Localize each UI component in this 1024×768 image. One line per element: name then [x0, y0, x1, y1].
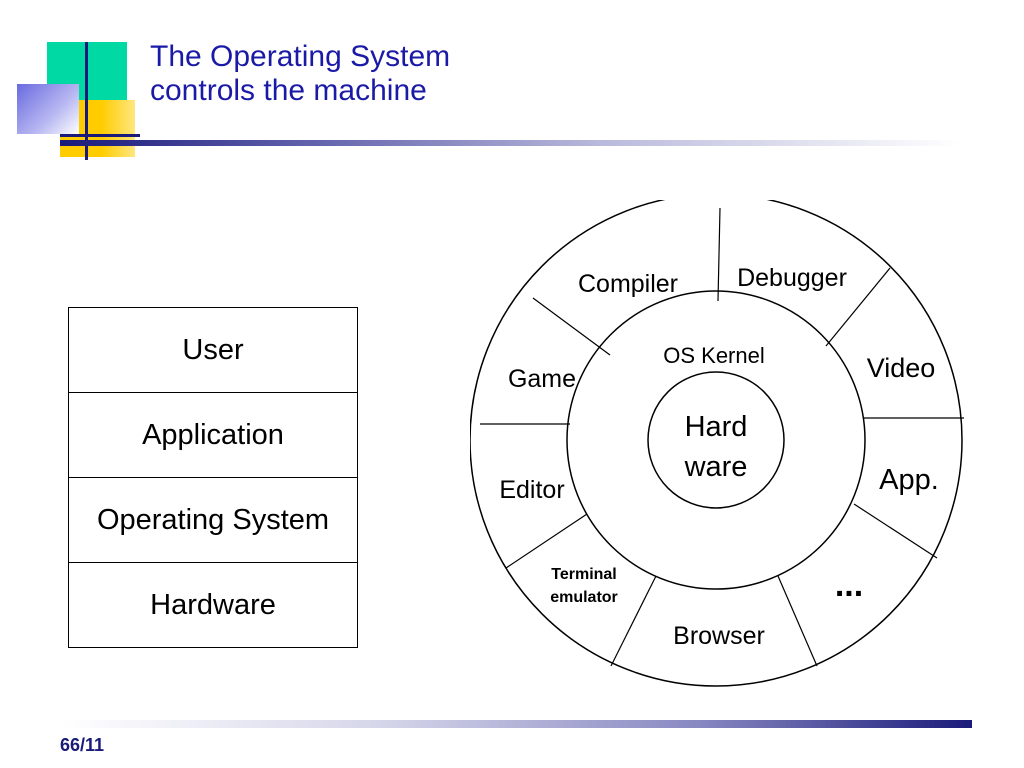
- segment-app: App.: [879, 464, 939, 496]
- segment-video: Video: [867, 353, 936, 383]
- layer-stack: User Application Operating System Hardwa…: [68, 307, 358, 648]
- footer-rule: [60, 720, 972, 728]
- title-underline: [60, 140, 960, 146]
- kernel-label: OS Kernel: [663, 343, 765, 368]
- segment-game: Game: [508, 365, 576, 393]
- slide-title: The Operating System controls the machin…: [150, 40, 450, 108]
- segment-terminal-line-2: emulator: [550, 589, 618, 606]
- divider-debugger-video: [825, 267, 891, 347]
- segment-debugger: Debugger: [737, 264, 847, 292]
- title-line-1: The Operating System: [150, 40, 451, 73]
- divider-browser-terminal: [610, 575, 657, 667]
- divider-game-compiler: [532, 297, 611, 356]
- layer-user: User: [69, 308, 357, 393]
- slide-logo: [0, 0, 160, 170]
- logo-vertical-line: [85, 42, 88, 160]
- segment-browser: Browser: [673, 622, 765, 650]
- segment-compiler: Compiler: [578, 270, 678, 298]
- segment-editor: Editor: [499, 476, 564, 504]
- divider-terminal-editor: [505, 513, 588, 569]
- layer-operating-system: Operating System: [69, 478, 357, 563]
- layer-hardware: Hardware: [69, 563, 357, 648]
- page-number: 66/11: [60, 735, 105, 755]
- divider-app-more: [853, 503, 938, 559]
- segment-terminal-line-1: Terminal: [551, 566, 617, 583]
- logo-horizontal-line: [60, 134, 140, 137]
- hardware-label-line-2: ware: [684, 451, 748, 483]
- segment-dividers: [480, 207, 964, 667]
- divider-more-browser: [777, 575, 818, 667]
- hardware-core: [647, 371, 785, 509]
- os-ring-diagram: Hard ware OS Kernel Compiler Debugger Vi…: [470, 200, 964, 687]
- segment-more: ...: [835, 566, 863, 604]
- title-line-2: controls the machine: [150, 74, 427, 107]
- layer-application: Application: [69, 393, 357, 478]
- logo-blue-square: [17, 84, 79, 134]
- hardware-label-line-1: Hard: [685, 411, 748, 443]
- divider-compiler-debugger: [717, 207, 721, 302]
